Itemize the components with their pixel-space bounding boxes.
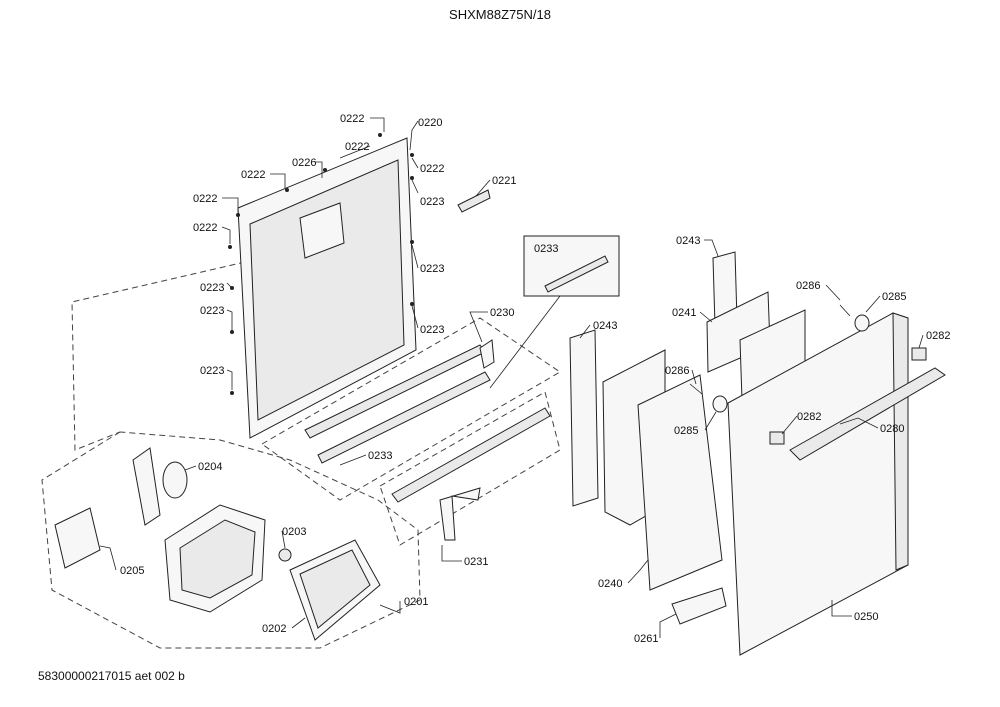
detail-inset-leader bbox=[489, 295, 561, 389]
handle-end-cap-left[interactable] bbox=[769, 431, 785, 445]
assembly-outline-lower bbox=[41, 431, 421, 649]
assembly-outline-rails bbox=[261, 317, 561, 501]
detail-inset-box bbox=[523, 235, 620, 297]
callout-0280: 0280 bbox=[880, 423, 904, 435]
button-knob[interactable] bbox=[278, 548, 292, 562]
callout-0285-lower: 0285 bbox=[674, 425, 698, 437]
door-handle[interactable] bbox=[789, 367, 946, 461]
callout-0223-f: 0223 bbox=[200, 365, 224, 377]
rail-end-clip bbox=[479, 339, 495, 369]
callout-0282-upper: 0282 bbox=[926, 330, 950, 342]
callout-0223-a: 0223 bbox=[420, 196, 444, 208]
handle-end-cap-right[interactable] bbox=[911, 347, 927, 361]
door-rail-lower[interactable] bbox=[317, 371, 491, 464]
callout-0222-e: 0222 bbox=[193, 193, 217, 205]
callout-0220: 0220 bbox=[418, 117, 442, 129]
bottom-bracket[interactable] bbox=[671, 587, 727, 625]
rail-bracket-arm bbox=[439, 487, 481, 541]
display-module[interactable] bbox=[54, 507, 101, 569]
screw-lower[interactable] bbox=[689, 383, 703, 395]
washer-upper[interactable] bbox=[854, 314, 870, 332]
callout-0241: 0241 bbox=[672, 307, 696, 319]
seal-ring[interactable] bbox=[162, 461, 188, 499]
panel-screws bbox=[228, 133, 414, 395]
callout-0233-inset: 0233 bbox=[534, 243, 558, 255]
screw-upper[interactable] bbox=[839, 304, 851, 317]
callout-0223-c: 0223 bbox=[200, 282, 224, 294]
callout-0221: 0221 bbox=[492, 175, 516, 187]
callout-0223-b: 0223 bbox=[420, 263, 444, 275]
callout-0223-d: 0223 bbox=[200, 305, 224, 317]
detail-inset-part bbox=[544, 255, 609, 293]
callout-0261: 0261 bbox=[634, 633, 658, 645]
control-module-inner bbox=[179, 519, 256, 599]
callout-0250: 0250 bbox=[854, 611, 878, 623]
callout-0240: 0240 bbox=[598, 578, 622, 590]
callout-0222-f: 0222 bbox=[193, 222, 217, 234]
insulation-panel-lower[interactable] bbox=[637, 374, 723, 591]
callout-0285-upper: 0285 bbox=[882, 291, 906, 303]
callout-0202: 0202 bbox=[262, 623, 286, 635]
callout-0222-d: 0222 bbox=[420, 163, 444, 175]
callout-0222-a: 0222 bbox=[340, 113, 364, 125]
callout-0243-top: 0243 bbox=[676, 235, 700, 247]
callout-0205: 0205 bbox=[120, 565, 144, 577]
hinge-clip[interactable] bbox=[457, 189, 491, 213]
assembly-outline-upper bbox=[71, 261, 246, 451]
leader-lines bbox=[99, 117, 924, 638]
callout-0286-lower: 0286 bbox=[665, 365, 689, 377]
callout-0201: 0201 bbox=[404, 596, 428, 608]
callout-0231: 0231 bbox=[464, 556, 488, 568]
inner-door-panel-inner bbox=[249, 159, 405, 421]
drawing-reference-number: 58300000217015 aet 002 b bbox=[38, 669, 185, 683]
detergent-opening bbox=[299, 202, 345, 259]
trim-strip-short[interactable] bbox=[569, 329, 599, 507]
callout-0204: 0204 bbox=[198, 461, 222, 473]
callout-0222-b: 0222 bbox=[345, 141, 369, 153]
rail-bracket[interactable] bbox=[391, 407, 551, 503]
callout-0243-left: 0243 bbox=[593, 320, 617, 332]
callout-0282-lower: 0282 bbox=[797, 411, 821, 423]
callout-0230: 0230 bbox=[490, 307, 514, 319]
callout-0226: 0226 bbox=[292, 157, 316, 169]
callout-0223-e: 0223 bbox=[420, 324, 444, 336]
callout-0233: 0233 bbox=[368, 450, 392, 462]
door-latch-housing[interactable] bbox=[132, 447, 161, 526]
callout-0203: 0203 bbox=[282, 526, 306, 538]
callout-0286-upper: 0286 bbox=[796, 280, 820, 292]
front-door-panel-edge bbox=[892, 312, 909, 571]
washer-lower[interactable] bbox=[712, 395, 728, 413]
control-frame-window bbox=[299, 549, 371, 629]
callout-0222-c: 0222 bbox=[241, 169, 265, 181]
drawing-title: SHXM88Z75N/18 bbox=[449, 7, 551, 22]
